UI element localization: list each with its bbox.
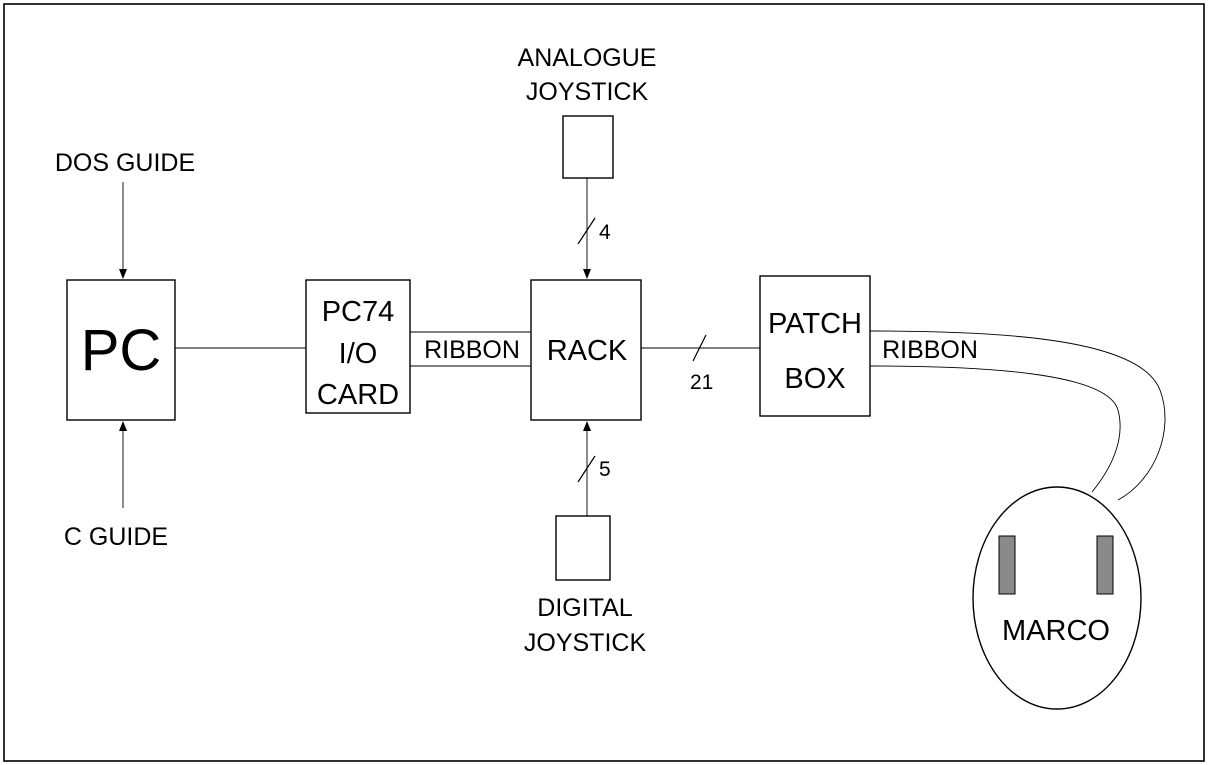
analogue-joystick-label-line2: JOYSTICK: [526, 78, 649, 106]
patch-box-label-line2: BOX: [784, 363, 845, 395]
digital-joystick-label-line2: JOYSTICK: [524, 629, 647, 657]
analogue-bus-width: 4: [599, 221, 611, 244]
analogue-bus-slash: [578, 218, 595, 244]
digital-joystick-box: [556, 516, 610, 580]
patch-box: [760, 276, 870, 416]
patch-bus-width: 21: [690, 371, 713, 394]
digital-joystick-label-line1: DIGITAL: [537, 594, 632, 622]
rack-label: RACK: [547, 335, 628, 367]
ribbon-right-label: RIBBON: [882, 336, 978, 364]
io-card-label-line2: I/O: [339, 338, 378, 370]
ribbon-right-lower: [870, 366, 1120, 492]
digital-bus-slash: [578, 456, 595, 482]
io-card-label-line1: PC74: [322, 296, 395, 328]
analogue-joystick-label-line1: ANALOGUE: [518, 44, 657, 72]
io-card-label-line3: CARD: [317, 379, 399, 411]
dos-guide-label: DOS GUIDE: [55, 149, 195, 177]
c-guide-label: C GUIDE: [64, 523, 168, 551]
analogue-joystick-box: [563, 116, 613, 178]
marco-right-pad: [1097, 536, 1113, 594]
ribbon-left-label: RIBBON: [424, 336, 520, 364]
marco-left-pad: [999, 536, 1015, 594]
marco-label: MARCO: [1002, 615, 1110, 647]
patch-box-label-line1: PATCH: [768, 308, 862, 340]
digital-bus-width: 5: [599, 458, 611, 481]
marco-body: [973, 487, 1141, 709]
pc-label: PC: [81, 318, 162, 383]
